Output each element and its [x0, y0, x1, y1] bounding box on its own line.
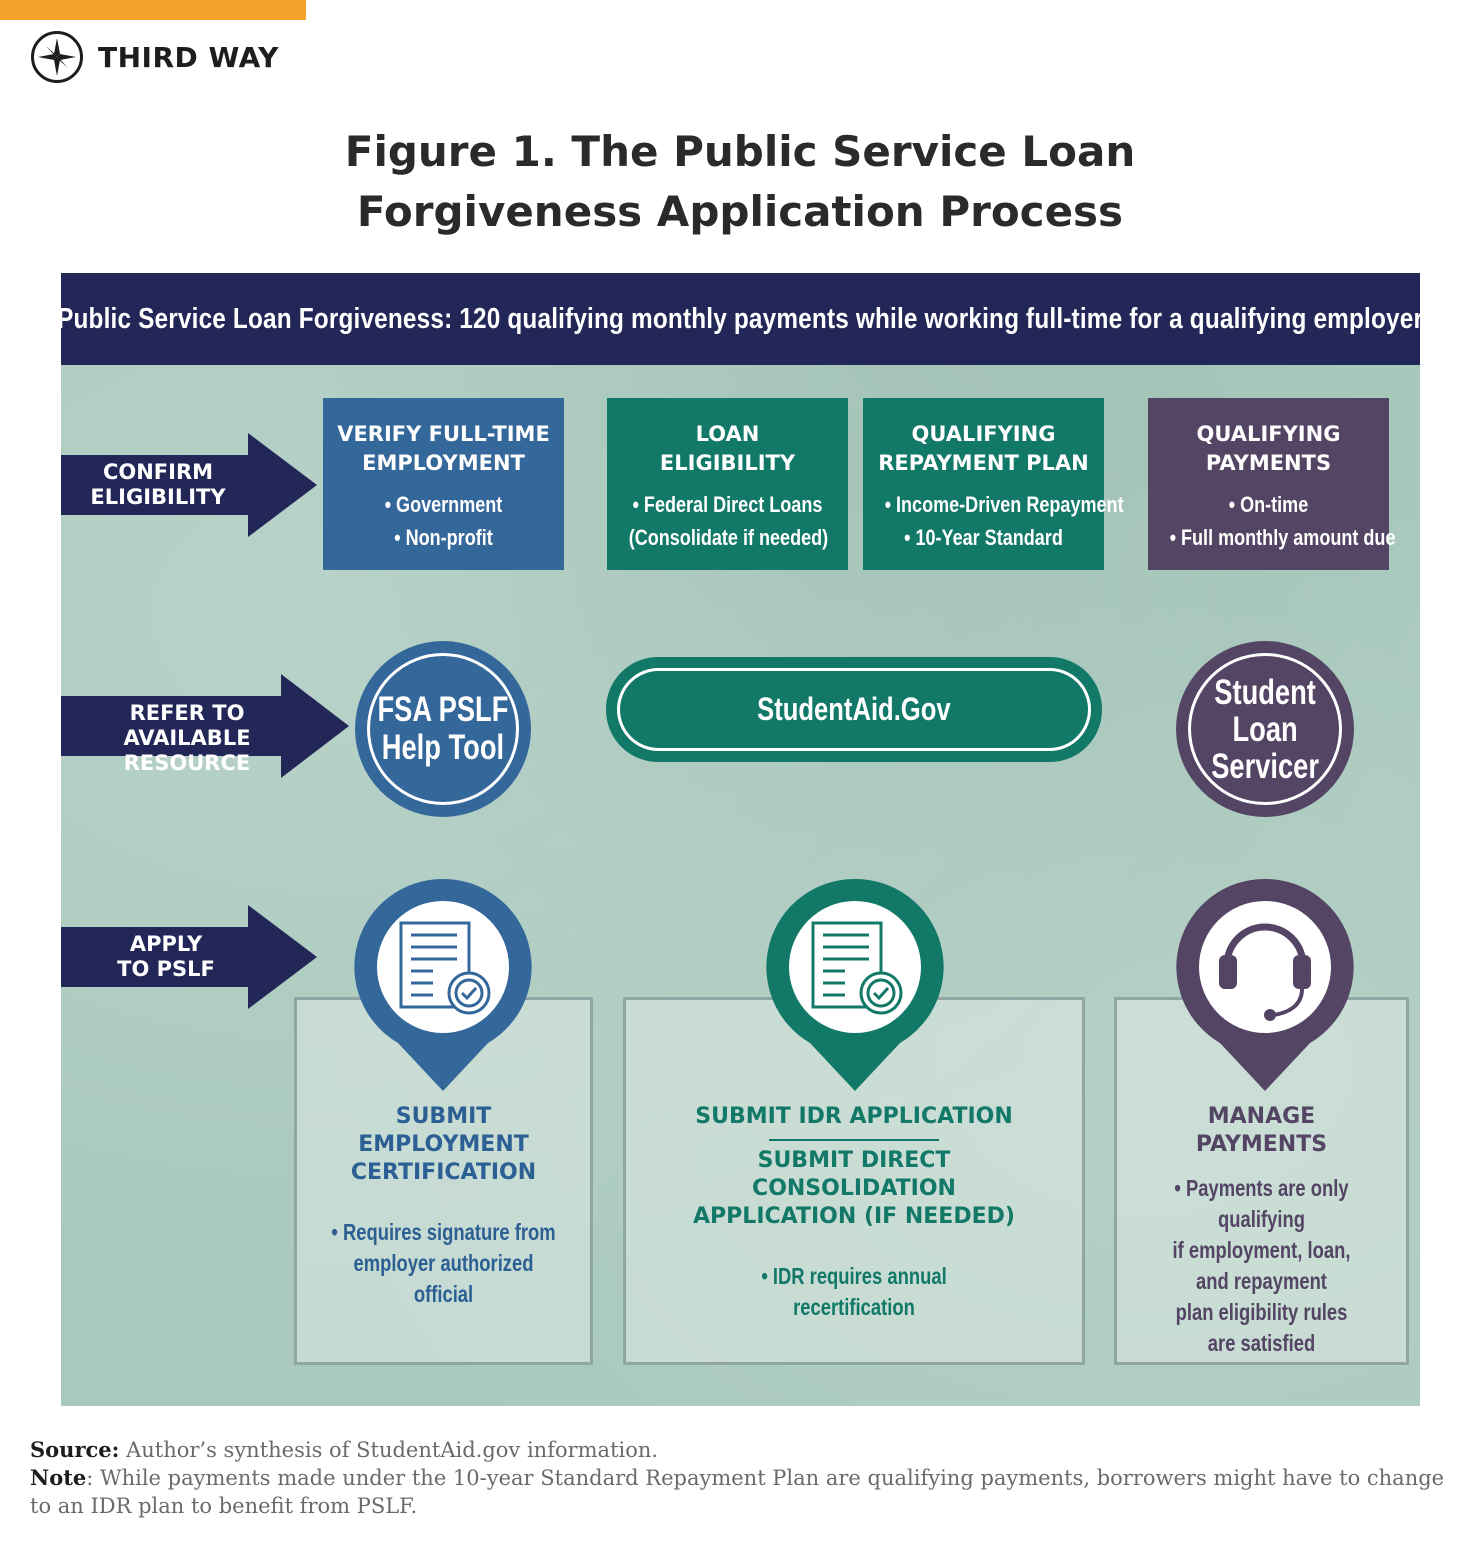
figure-title-line-2: Forgiveness Application Process: [356, 187, 1124, 236]
note-label: Note: [30, 1465, 87, 1490]
apply-pslf-label: APPLY TO PSLF: [117, 932, 215, 981]
step-title: MANAGE PAYMENTS: [1195, 1104, 1328, 1157]
bullet: • 10-Year Standard: [904, 525, 1063, 550]
document-check-icon: [811, 921, 903, 1015]
document-check-pin: [766, 878, 944, 1091]
arrow-shape: [61, 674, 349, 778]
qualifying-payments-box: QUALIFYING PAYMENTS • On-time • Full mon…: [1148, 398, 1396, 570]
bullet: (Consolidate if needed): [628, 525, 829, 550]
headset-pin: [1176, 878, 1354, 1091]
circle-ring: [367, 653, 519, 805]
box-bullets: • On-time • Full monthly amount due: [1148, 488, 1396, 554]
manage-payments-text: MANAGE PAYMENTS • Payments are only qual…: [1114, 1103, 1409, 1359]
employment-certification-text: SUBMIT EMPLOYMENT CERTIFICATION • Requir…: [294, 1103, 593, 1310]
source-text: Author’s synthesis of StudentAid.gov inf…: [119, 1438, 659, 1462]
step-title: SUBMIT IDR APPLICATION: [695, 1104, 1013, 1129]
arrow-shape: [61, 905, 317, 1009]
divider: [769, 1139, 939, 1141]
note-line: Note: While payments made under the 10-y…: [30, 1464, 1450, 1520]
headset-icon: [1219, 923, 1311, 1021]
circle-ring: [1188, 653, 1342, 805]
confirm-eligibility-label: CONFIRM ELIGIBILITY: [90, 460, 226, 509]
bullet: • Non-profit: [394, 525, 493, 550]
note-text: : While payments made under the 10-year …: [30, 1466, 1445, 1518]
third-way-logo: THIRD WAY: [30, 30, 279, 84]
bullet: • Government: [384, 492, 503, 517]
refer-resource-arrow: REFER TO AVAILABLE RESOURCE: [61, 674, 351, 778]
studentaid-gov-pill: StudentAid.Gov: [606, 657, 1102, 762]
document-check-icon: [399, 921, 491, 1015]
confirm-eligibility-arrow: CONFIRM ELIGIBILITY: [61, 433, 321, 537]
diagram-panel: Public Service Loan Forgiveness: 120 qua…: [61, 273, 1420, 1406]
fsa-help-tool-label: FSA PSLF Help Tool: [377, 690, 509, 767]
fsa-help-tool-circle: FSA PSLF Help Tool: [355, 641, 531, 817]
repayment-plan-box: QUALIFYING REPAYMENT PLAN • Income-Drive…: [863, 398, 1124, 570]
source-note: Source: Author’s synthesis of StudentAid…: [30, 1436, 1450, 1520]
box-title: QUALIFYING PAYMENTS: [1196, 422, 1341, 475]
pslf-banner: Public Service Loan Forgiveness: 120 qua…: [61, 273, 1420, 365]
step-detail: • Requires signature from employer autho…: [331, 1219, 556, 1307]
bullet: • On-time: [1228, 492, 1309, 517]
studentaid-gov-label: StudentAid.Gov: [757, 691, 951, 727]
accent-bar: [0, 0, 306, 20]
loan-servicer-circle: Student Loan Servicer: [1176, 641, 1354, 817]
box-bullets: • Government • Non-profit: [323, 488, 564, 554]
source-label: Source:: [30, 1437, 120, 1462]
apply-pslf-arrow: APPLY TO PSLF: [61, 905, 321, 1009]
box-bullets: • Federal Direct Loans (Consolidate if n…: [607, 488, 848, 554]
refer-resource-label: REFER TO AVAILABLE RESOURCE: [123, 701, 251, 775]
loan-eligibility-box: LOAN ELIGIBILITY • Federal Direct Loans …: [607, 398, 848, 570]
document-check-pin: [354, 878, 532, 1091]
step-title: SUBMIT EMPLOYMENT CERTIFICATION: [350, 1104, 537, 1185]
banner-text: Public Service Loan Forgiveness: 120 qua…: [61, 302, 1420, 335]
compass-icon: [31, 31, 83, 83]
bullet: • Income-Driven Repayment: [884, 492, 1124, 517]
box-title: VERIFY FULL-TIME EMPLOYMENT: [337, 422, 550, 475]
box-bullets: • Income-Driven Repayment • 10-Year Stan…: [863, 488, 1124, 554]
source-line: Source: Author’s synthesis of StudentAid…: [30, 1436, 1450, 1464]
logo-text: THIRD WAY: [98, 40, 279, 74]
box-title: LOAN ELIGIBILITY: [659, 422, 796, 475]
box-title: QUALIFYING REPAYMENT PLAN: [878, 422, 1089, 475]
bullet: • Full monthly amount due: [1169, 525, 1396, 550]
loan-servicer-label: Student Loan Servicer: [1211, 672, 1319, 786]
employment-box: VERIFY FULL-TIME EMPLOYMENT • Government…: [323, 398, 564, 570]
step-detail: • Payments are only qualifying if employ…: [1172, 1175, 1351, 1356]
arrow-shape: [61, 433, 317, 537]
bullet: • Federal Direct Loans: [632, 492, 823, 517]
figure-title: Figure 1. The Public Service Loan Forgiv…: [0, 122, 1480, 242]
idr-application-text: SUBMIT IDR APPLICATION SUBMIT DIRECT CON…: [623, 1103, 1085, 1323]
step-title-secondary: SUBMIT DIRECT CONSOLIDATION APPLICATION …: [693, 1148, 1015, 1229]
pill-ring: [617, 668, 1091, 751]
figure-title-line-1: Figure 1. The Public Service Loan: [344, 127, 1136, 176]
step-detail: • IDR requires annual recertification: [761, 1263, 947, 1320]
